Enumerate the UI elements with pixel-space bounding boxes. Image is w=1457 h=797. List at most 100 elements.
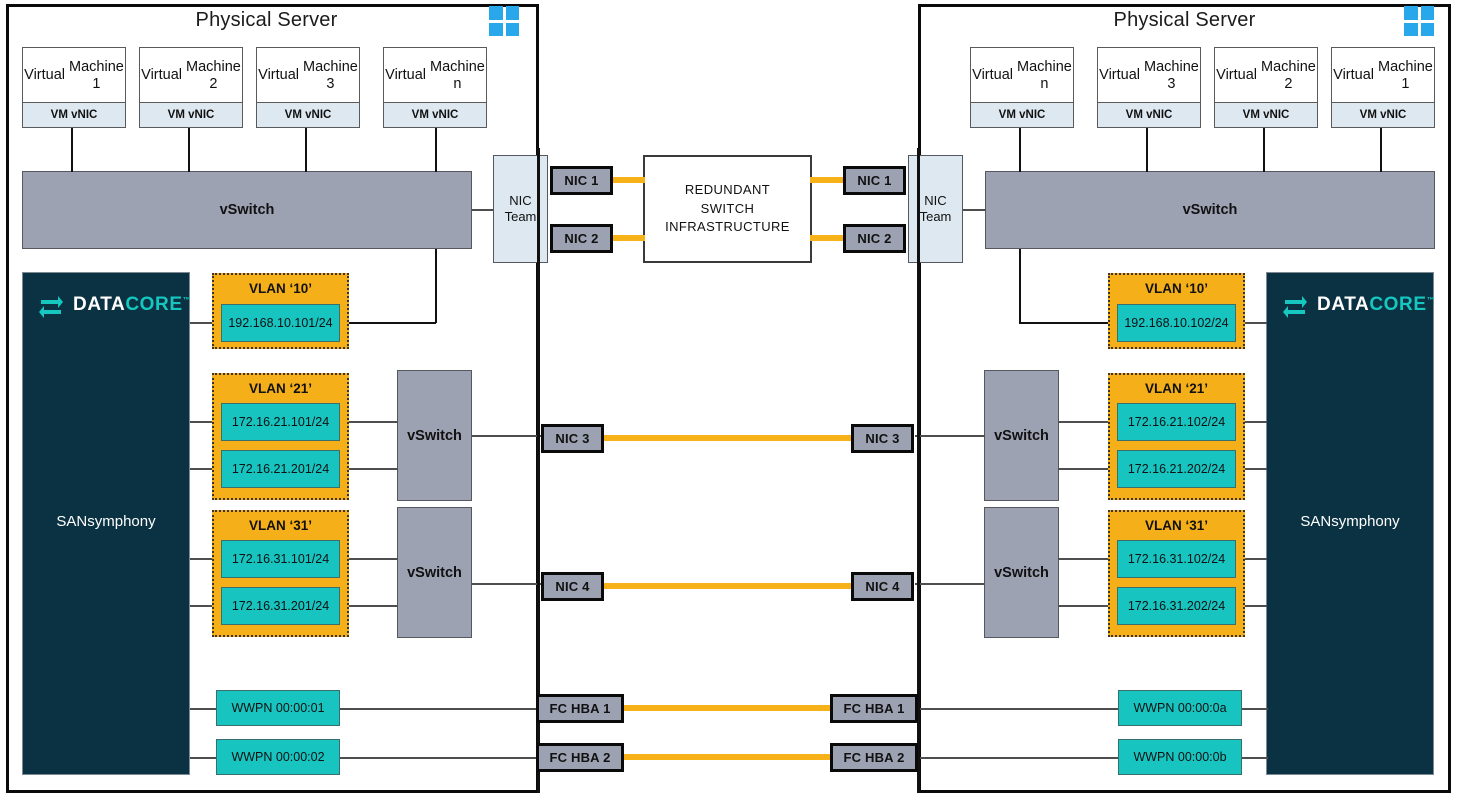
left-vlan-31-address-2[interactable]: 172.16.31.201/24 — [221, 587, 340, 625]
right-fc-hba-1[interactable]: FC HBA 1 — [830, 694, 918, 723]
link-switch-right-nic1 — [810, 177, 845, 183]
left-nic-4[interactable]: NIC 4 — [541, 572, 604, 601]
right-vlan-10-label: VLAN ‘10’ — [1144, 281, 1209, 296]
connector-vlan21a-datacore-right — [1236, 421, 1267, 423]
connector-vlan10-trunk-left — [333, 322, 436, 324]
vm-name: Virtual Machine 2 — [1216, 58, 1316, 92]
connector-vlan10-datacore-right — [1236, 322, 1267, 324]
connector-hba2-wwpn2-right — [913, 757, 1119, 759]
left-vlan-10-address[interactable]: 192.168.10.101/24 — [221, 304, 340, 342]
right-nic-3[interactable]: NIC 3 — [851, 424, 914, 453]
connector-vlan10-trunk-right — [1019, 322, 1125, 324]
datacore-logo-left: DATACORE™ — [38, 292, 191, 318]
right-vlan-31-address-1[interactable]: 172.16.31.102/24 — [1117, 540, 1236, 578]
right-vlan-31-label: VLAN ‘31’ — [1144, 518, 1209, 533]
connector-vswitch-vlan31a-right — [1058, 558, 1110, 560]
vm-name: Virtual Machine 1 — [24, 58, 124, 92]
right-fc-hba-2[interactable]: FC HBA 2 — [830, 743, 918, 772]
vm-card[interactable]: Virtual Machine 2 VM vNIC — [139, 47, 243, 128]
vm-name: Virtual Machine 1 — [1333, 58, 1433, 92]
left-storage-vswitch-2[interactable]: vSwitch — [397, 507, 472, 638]
left-nic-2[interactable]: NIC 2 — [550, 224, 613, 253]
vm-card[interactable]: Virtual Machine 3 VM vNIC — [256, 47, 360, 128]
link-nic4-crossover — [602, 583, 853, 589]
right-storage-vswitch-2[interactable]: vSwitch — [984, 507, 1059, 638]
right-vlan-10-address[interactable]: 192.168.10.102/24 — [1117, 304, 1236, 342]
datacore-logo-right: DATACORE™ — [1282, 292, 1435, 318]
right-wwpn-2[interactable]: WWPN 00:00:0b — [1118, 739, 1242, 775]
connector-vm3-vswitch — [305, 128, 307, 172]
vm-name: Virtual Machine 3 — [1099, 58, 1199, 92]
link-hba1-crossover — [622, 705, 833, 711]
vm-vnic-label: VM vNIC — [384, 102, 486, 127]
link-left-nic1-switch — [611, 177, 645, 183]
link-left-nic2-switch — [611, 235, 645, 241]
right-wwpn-1[interactable]: WWPN 00:00:0a — [1118, 690, 1242, 726]
connector-vm2-vswitch — [188, 128, 190, 172]
connector-vlan31a-vswitch-left — [340, 558, 398, 560]
connector-vm1-vswitch-right — [1380, 128, 1382, 172]
connector-vswitch-vlan21b-right — [1058, 468, 1110, 470]
vm-vnic-label: VM vNIC — [1215, 102, 1317, 127]
left-fc-hba-2[interactable]: FC HBA 2 — [536, 743, 624, 772]
left-vlan-21-address-1[interactable]: 172.16.21.101/24 — [221, 403, 340, 441]
left-storage-vswitch-1[interactable]: vSwitch — [397, 370, 472, 501]
left-wwpn-1[interactable]: WWPN 00:00:01 — [216, 690, 340, 726]
vm-card[interactable]: Virtual Machine 1 VM vNIC — [22, 47, 126, 128]
vm-card[interactable]: Virtual Machine 2 VM vNIC — [1214, 47, 1318, 128]
right-vlan-21-address-2[interactable]: 172.16.21.202/24 — [1117, 450, 1236, 488]
left-datacore-panel — [22, 272, 190, 775]
datacore-wordmark: DATACORE™ — [73, 294, 192, 315]
right-vlan-21-label: VLAN ‘21’ — [1144, 381, 1209, 396]
vm-vnic-label: VM vNIC — [257, 102, 359, 127]
connector-nic3-vswitch1-right — [915, 435, 985, 437]
right-nic-4[interactable]: NIC 4 — [851, 572, 914, 601]
connector-datacore-vlan31b-left — [190, 605, 222, 607]
connector-wwpn1-hba1-left — [340, 708, 546, 710]
left-vlan-31-label: VLAN ‘31’ — [248, 518, 313, 533]
left-vlan-31-address-1[interactable]: 172.16.31.101/24 — [221, 540, 340, 578]
datacore-arrows-icon — [1283, 296, 1307, 318]
connector-vswitch-vlan10-left — [435, 249, 437, 323]
connector-datacore-vlan31a-left — [190, 558, 222, 560]
vm-card[interactable]: Virtual Machine 3 VM vNIC — [1097, 47, 1201, 128]
left-vlan-10-label: VLAN ‘10’ — [248, 281, 313, 296]
connector-vlan21b-vswitch-left — [340, 468, 398, 470]
vm-card[interactable]: Virtual Machine n VM vNIC — [383, 47, 487, 128]
right-nic-1[interactable]: NIC 1 — [843, 166, 906, 195]
vm-card[interactable]: Virtual Machine n VM vNIC — [970, 47, 1074, 128]
connector-vswitch-vlan10-right — [1019, 249, 1021, 323]
left-wwpn-2[interactable]: WWPN 00:00:02 — [216, 739, 340, 775]
right-nic-2[interactable]: NIC 2 — [843, 224, 906, 253]
connector-vswitch-vlan31b-right — [1058, 605, 1110, 607]
connector-vswitch-vlan21a-right — [1058, 421, 1110, 423]
left-main-vswitch[interactable]: vSwitch — [22, 171, 472, 249]
left-vlan-21-address-2[interactable]: 172.16.21.201/24 — [221, 450, 340, 488]
link-nic3-crossover — [602, 435, 853, 441]
connector-hba1-wwpn1-right — [913, 708, 1119, 710]
right-vlan-21-address-1[interactable]: 172.16.21.102/24 — [1117, 403, 1236, 441]
right-main-vswitch[interactable]: vSwitch — [985, 171, 1435, 249]
right-sansymphony-label: SANsymphony — [1300, 513, 1400, 530]
left-sansymphony-label: SANsymphony — [56, 513, 156, 530]
left-nic-3[interactable]: NIC 3 — [541, 424, 604, 453]
connector-wwpn2-datacore-right — [1242, 757, 1268, 759]
vm-vnic-label: VM vNIC — [1332, 102, 1434, 127]
switch-infrastructure-text: REDUNDANT SWITCH INFRASTRUCTURE — [665, 181, 790, 235]
vm-name: Virtual Machine n — [972, 58, 1072, 92]
connector-vlan31b-vswitch-left — [340, 605, 398, 607]
connector-wwpn1-datacore-right — [1242, 708, 1268, 710]
link-switch-right-nic2 — [810, 235, 845, 241]
right-vlan-31-address-2[interactable]: 172.16.31.202/24 — [1117, 587, 1236, 625]
left-vlan-21-label: VLAN ‘21’ — [248, 381, 313, 396]
connector-vm2-vswitch-right — [1263, 128, 1265, 172]
left-nic-1[interactable]: NIC 1 — [550, 166, 613, 195]
connector-vmn-vswitch-right — [1019, 128, 1021, 172]
right-storage-vswitch-1[interactable]: vSwitch — [984, 370, 1059, 501]
vm-vnic-label: VM vNIC — [140, 102, 242, 127]
left-fc-hba-1[interactable]: FC HBA 1 — [536, 694, 624, 723]
vm-card[interactable]: Virtual Machine 1 VM vNIC — [1331, 47, 1435, 128]
